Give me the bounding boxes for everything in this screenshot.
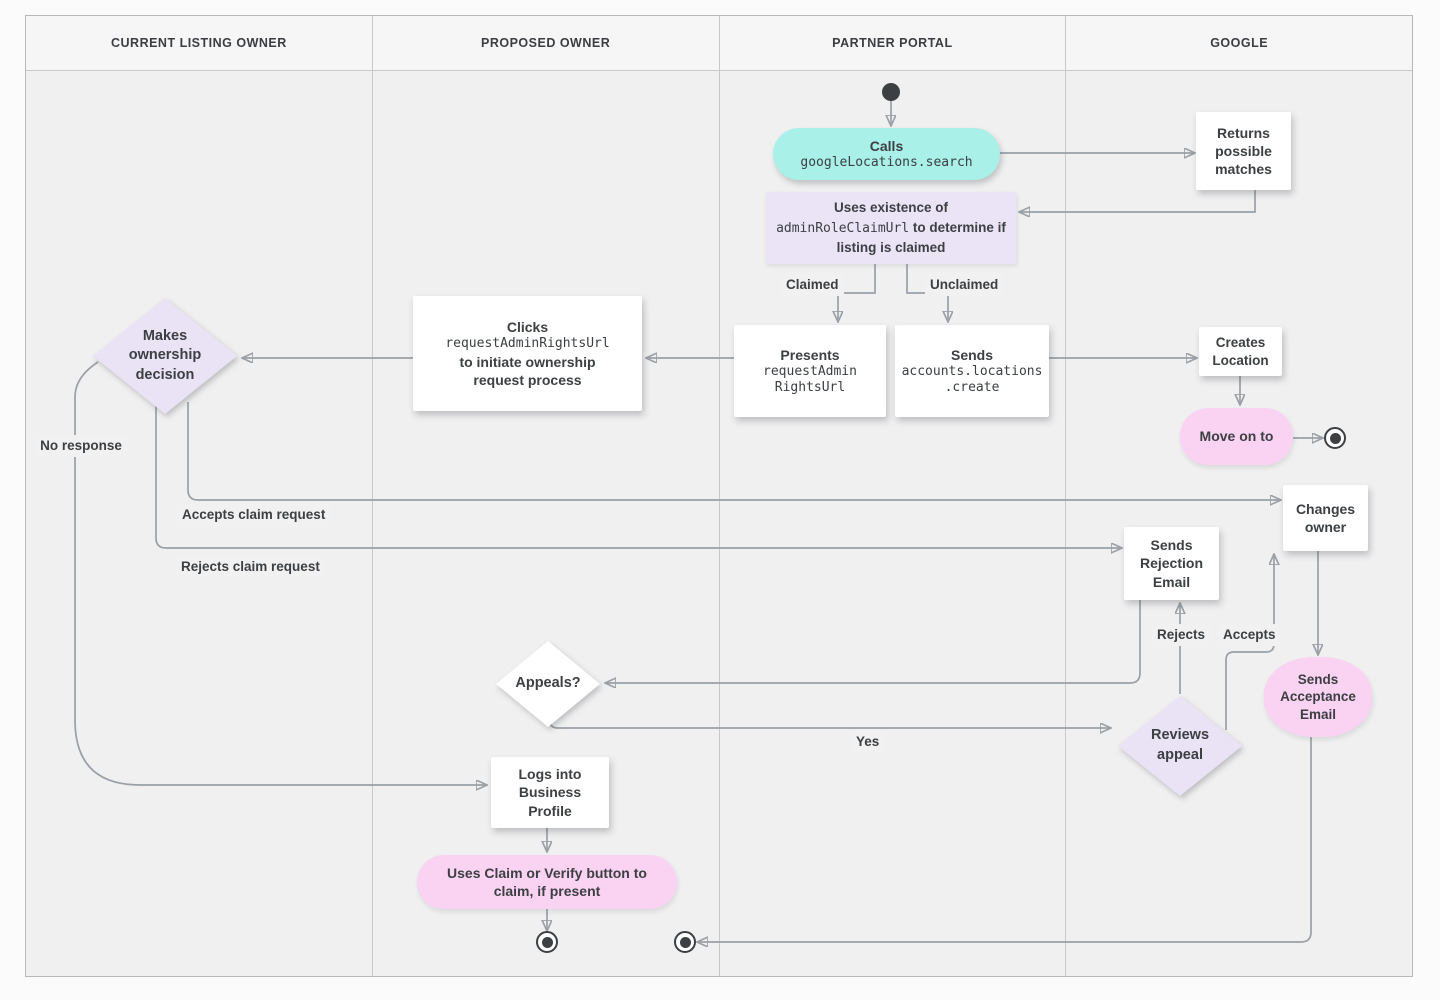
decision-diamond: Reviews appeal [1118, 696, 1242, 796]
node-label: Appeals? [515, 675, 581, 692]
edge-label-claimed: Claimed [781, 274, 844, 297]
node-changes-owner: Changes owner [1283, 485, 1368, 551]
edge-acceptance-to-end3 [698, 737, 1312, 942]
node-code: requestAdmin RightsUrl [763, 363, 857, 396]
node-returns-possible-matches: Returns possible matches [1196, 112, 1291, 190]
edge-label-rejects: Rejects [1152, 624, 1211, 647]
node-uses-existence-adminroleclaimurl: Uses existence of adminRoleClaimUrl to d… [766, 192, 1016, 264]
start-node [882, 83, 900, 101]
edge-uses-claimed-to-presents [838, 264, 876, 321]
edge-returns-to-uses [1020, 190, 1256, 212]
lane-header-google: GOOGLE [1066, 16, 1412, 71]
node-title: Clicks [506, 319, 549, 336]
decision-diamond: Appeals? [496, 641, 600, 727]
edge-no-response [74, 361, 486, 785]
node-makes-ownership-decision: Makes ownership decision [93, 298, 237, 414]
end-node-inner-dot [679, 936, 691, 948]
edge-accepts-claim [187, 402, 1280, 500]
node-label: Makes ownership decision [128, 327, 202, 383]
node-logs-into-business-profile: Logs into Business Profile [491, 757, 609, 828]
node-title: Presents [780, 346, 840, 363]
edge-rejection-to-appeals [606, 600, 1141, 683]
decision-diamond: Makes ownership decision [93, 298, 237, 414]
lane-header-partner-portal: PARTNER PORTAL [719, 16, 1066, 71]
node-calls-googlelocations-search: Calls googleLocations.search [773, 128, 1000, 180]
end-node-acceptance-flow [674, 931, 696, 953]
node-label: Returns possible matches [1215, 124, 1272, 178]
node-sends-rejection-email: Sends Rejection Email [1124, 527, 1219, 600]
node-move-on-to: Move on to [1180, 408, 1293, 465]
edge-label-yes: Yes [851, 731, 885, 754]
node-uses-claim-or-verify-button: Uses Claim or Verify button to claim, if… [417, 855, 677, 909]
node-code: accounts.locations .create [901, 363, 1043, 396]
edge-appeals-yes-to-reviews [549, 720, 1110, 728]
node-appeals-question: Appeals? [496, 641, 600, 727]
lane-header-proposed-owner: PROPOSED OWNER [372, 16, 719, 71]
node-text-post: to determine if listing is claimed [836, 219, 1006, 256]
node-sends-acceptance-email: Sends Acceptance Email [1264, 657, 1372, 737]
edge-reviews-accepts [1225, 555, 1274, 730]
node-label: Reviews appeal [1150, 727, 1210, 763]
edge-label-unclaimed: Unclaimed [925, 274, 1004, 297]
node-label: Sends Rejection Email [1139, 537, 1203, 590]
edge-label-accepts: Accepts [1218, 624, 1281, 647]
node-code: googleLocations.search [800, 154, 973, 170]
node-code: adminRoleClaimUrl [776, 220, 910, 236]
node-label: Move on to [1199, 428, 1274, 445]
edge-label-no-response: No response [34, 435, 128, 458]
node-reviews-appeal: Reviews appeal [1118, 696, 1242, 796]
node-label: Creates Location [1212, 334, 1269, 368]
node-sends-accounts-locations-create: Sends accounts.locations .create [895, 325, 1049, 417]
node-label: Changes owner [1295, 500, 1356, 535]
end-node-inner-dot [541, 936, 553, 948]
edge-label-accepts-claim-request: Accepts claim request [177, 504, 331, 527]
node-label: Uses Claim or Verify button to claim, if… [447, 864, 647, 899]
node-clicks-requestadminrightsurl: Clicks requestAdminRightsUrl to initiate… [413, 296, 642, 411]
node-presents-requestadminrightsurl: Presents requestAdmin RightsUrl [734, 325, 886, 417]
lane-header-current-listing-owner: CURRENT LISTING OWNER [26, 16, 372, 71]
end-node-create-flow [1324, 427, 1346, 449]
node-title: Sends [950, 346, 993, 363]
node-text-post: to initiate ownership request process [459, 353, 596, 388]
node-text-pre: Uses existence of [833, 199, 949, 215]
node-label: Logs into Business Profile [518, 766, 582, 819]
edge-label-rejects-claim-request: Rejects claim request [176, 556, 325, 579]
node-label: Sends Acceptance Email [1280, 671, 1356, 722]
end-node-claim-flow [536, 931, 558, 953]
node-mixed-text: Uses existence of adminRoleClaimUrl to d… [766, 198, 1016, 259]
node-code: requestAdminRightsUrl [445, 336, 610, 352]
edge-rejects-claim [155, 406, 1121, 548]
end-node-inner-dot [1329, 432, 1341, 444]
node-title: Calls [869, 137, 904, 154]
node-creates-location: Creates Location [1199, 327, 1282, 376]
